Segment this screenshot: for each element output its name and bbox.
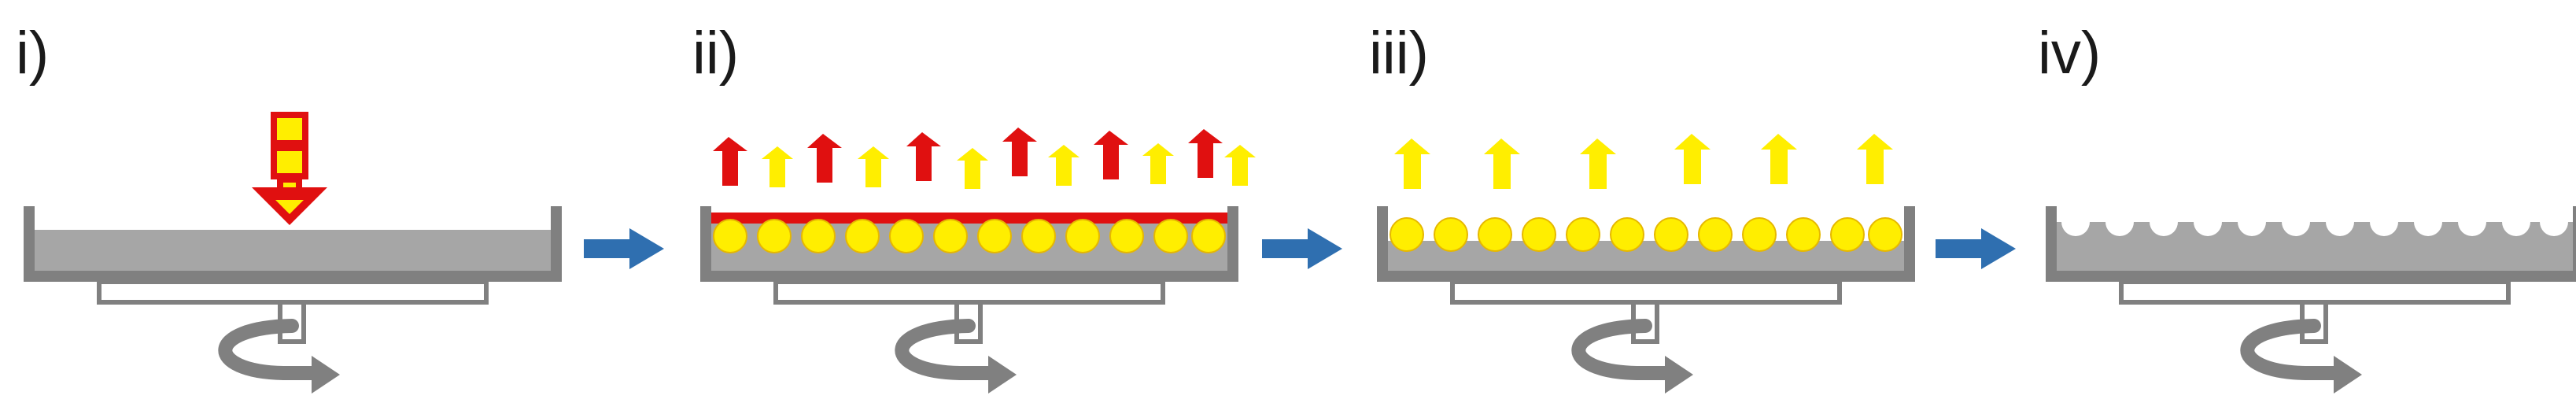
step-iv-label: iv) — [2038, 20, 2102, 87]
step-iv-panel: iv) — [2038, 0, 2576, 414]
porous-film — [2057, 222, 2573, 279]
spin-coater-ii — [700, 128, 1256, 394]
red-film — [711, 213, 1227, 224]
dish — [24, 206, 562, 282]
rotation-arrow-icon — [1571, 319, 1693, 394]
spin-coater-iv — [2046, 203, 2576, 394]
dish — [2046, 206, 2576, 282]
rotation-arrow-icon — [895, 319, 1017, 394]
dropping-arrow-icon — [252, 112, 327, 225]
rotation-arrow-icon — [218, 319, 340, 394]
step-ii-panel: ii) — [692, 0, 1369, 414]
substrate-holder — [1450, 279, 1842, 305]
substrate-holder — [773, 279, 1165, 305]
dish — [700, 206, 1238, 282]
right-arrow-icon — [1262, 228, 1342, 269]
right-arrow-icon — [1936, 228, 2016, 269]
dish — [1377, 206, 1915, 282]
substrate-holder — [97, 279, 489, 305]
spin-coater-iii — [1377, 134, 1915, 394]
evaporation-arrow-icon — [1394, 134, 1893, 189]
rotation-arrow-icon — [2240, 319, 2362, 394]
particle-row — [1389, 217, 1902, 252]
film-top-clear — [2057, 203, 2573, 222]
step-i-panel: i) — [16, 0, 692, 414]
step-i-label: i) — [16, 20, 50, 87]
step-ii-label: ii) — [692, 20, 740, 87]
spin-coater-i — [24, 112, 562, 394]
step-iii-label: iii) — [1369, 20, 1429, 87]
evaporation-arrow-icon — [713, 128, 1256, 189]
step-iii-panel: iii) — [1369, 0, 2046, 414]
liquid-layer — [35, 230, 551, 279]
right-arrow-icon — [584, 228, 664, 269]
particle-row — [713, 219, 1226, 253]
substrate-holder — [2119, 279, 2511, 305]
